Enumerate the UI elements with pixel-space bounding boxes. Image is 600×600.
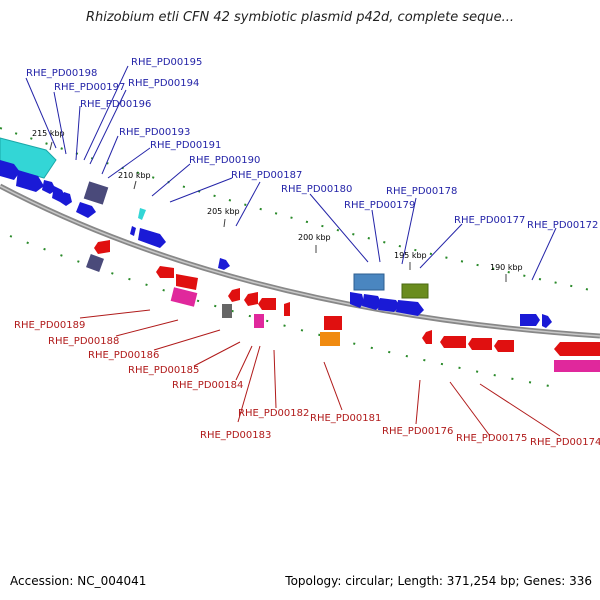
- gene-slate[interactable]: [86, 254, 104, 272]
- gene-label[interactable]: RHE_PD00184: [172, 380, 243, 391]
- gene-reverse[interactable]: [422, 330, 432, 344]
- gene-magenta[interactable]: [254, 314, 264, 328]
- gene-label[interactable]: RHE_PD00190: [189, 155, 260, 166]
- gene-gray[interactable]: [222, 304, 232, 318]
- accession-text: Accession: NC_004041: [10, 574, 147, 588]
- gene-forward[interactable]: [378, 298, 400, 312]
- reverse-genes: [86, 240, 600, 372]
- gene-label[interactable]: RHE_PD00172: [527, 220, 598, 231]
- gene-forward[interactable]: [76, 202, 96, 218]
- gene-label[interactable]: RHE_PD00194: [128, 78, 199, 89]
- gene-label[interactable]: RHE_PD00189: [14, 320, 85, 331]
- gene-reverse[interactable]: [176, 274, 198, 290]
- gene-forward[interactable]: [520, 314, 540, 326]
- gene-reverse[interactable]: [440, 336, 466, 348]
- forward-gene-labels: RHE_PD00198 RHE_PD00197 RHE_PD00196 RHE_…: [25, 57, 598, 281]
- gene-label[interactable]: RHE_PD00176: [382, 426, 453, 437]
- gene-label[interactable]: RHE_PD00197: [54, 82, 125, 93]
- gene-orange[interactable]: [320, 332, 340, 346]
- gene-magenta[interactable]: [170, 287, 198, 307]
- tick-label: 205 kbp: [207, 207, 240, 216]
- gene-forward[interactable]: [0, 160, 20, 180]
- tick-label: 200 kbp: [298, 233, 331, 242]
- gene-label[interactable]: RHE_PD00183: [200, 430, 271, 441]
- map-title: Rhizobium etli CFN 42 symbiotic plasmid …: [85, 10, 515, 25]
- gene-reverse[interactable]: [284, 302, 290, 316]
- gene-forward[interactable]: [16, 170, 44, 192]
- scale-ticks: 215 kbp 210 kbp 205 kbp 200 kbp 195 kbp …: [32, 129, 523, 282]
- tick-label: 190 kbp: [490, 263, 523, 272]
- genome-summary: Topology: circular; Length: 371,254 bp; …: [285, 574, 592, 588]
- gene-label[interactable]: RHE_PD00198: [26, 68, 97, 79]
- gene-forward[interactable]: [42, 180, 56, 194]
- gene-reverse[interactable]: [468, 338, 492, 350]
- gene-label[interactable]: RHE_PD00185: [128, 365, 199, 376]
- gene-forward[interactable]: [362, 294, 382, 310]
- gene-label[interactable]: RHE_PD00196: [80, 99, 151, 110]
- plasmid-backbone-highlight: [0, 185, 600, 337]
- gene-label[interactable]: RHE_PD00181: [310, 413, 381, 424]
- gene-label[interactable]: RHE_PD00191: [150, 140, 221, 151]
- gene-label[interactable]: RHE_PD00178: [386, 186, 457, 197]
- gene-reverse[interactable]: [228, 288, 240, 302]
- gene-label[interactable]: RHE_PD00186: [88, 350, 159, 361]
- gene-reverse[interactable]: [94, 240, 110, 254]
- gene-slate[interactable]: [83, 181, 109, 205]
- gene-label[interactable]: RHE_PD00187: [231, 170, 302, 181]
- gene-olive[interactable]: [401, 283, 429, 299]
- gene-forward[interactable]: [396, 300, 424, 316]
- gene-reverse[interactable]: [324, 316, 342, 330]
- gc-track-inner: [9, 235, 561, 389]
- gene-label[interactable]: RHE_PD00179: [344, 200, 415, 211]
- tick-label: 210 kbp: [118, 171, 151, 180]
- gene-label[interactable]: RHE_PD00193: [119, 127, 190, 138]
- gene-label[interactable]: RHE_PD00195: [131, 57, 202, 68]
- gene-magenta[interactable]: [554, 360, 600, 372]
- gene-reverse[interactable]: [244, 292, 258, 306]
- gene-reverse[interactable]: [494, 340, 514, 352]
- gene-label[interactable]: RHE_PD00174: [530, 437, 600, 448]
- gene-forward[interactable]: [60, 192, 72, 206]
- reverse-gene-labels: RHE_PD00189 RHE_PD00188 RHE_PD00186 RHE_…: [14, 309, 600, 448]
- gene-steel-blue[interactable]: [353, 273, 385, 291]
- gene-forward[interactable]: [218, 258, 230, 270]
- gene-reverse[interactable]: [258, 298, 276, 310]
- gene-reverse[interactable]: [156, 266, 174, 278]
- gene-label[interactable]: RHE_PD00182: [238, 408, 309, 419]
- gene-label[interactable]: RHE_PD00180: [281, 184, 352, 195]
- tick-label: 195 kbp: [394, 251, 427, 260]
- gene-reverse[interactable]: [554, 342, 600, 356]
- gene-label[interactable]: RHE_PD00175: [456, 433, 527, 444]
- forward-genes: [0, 137, 552, 328]
- gene-label[interactable]: RHE_PD00188: [48, 336, 119, 347]
- gene-forward[interactable]: [130, 226, 136, 236]
- gene-label[interactable]: RHE_PD00177: [454, 215, 525, 226]
- gene-forward[interactable]: [350, 292, 364, 308]
- tick-label: 215 kbp: [32, 129, 65, 138]
- gene-forward[interactable]: [138, 228, 166, 248]
- gene-cyan-small[interactable]: [138, 208, 146, 220]
- gene-forward[interactable]: [542, 314, 552, 328]
